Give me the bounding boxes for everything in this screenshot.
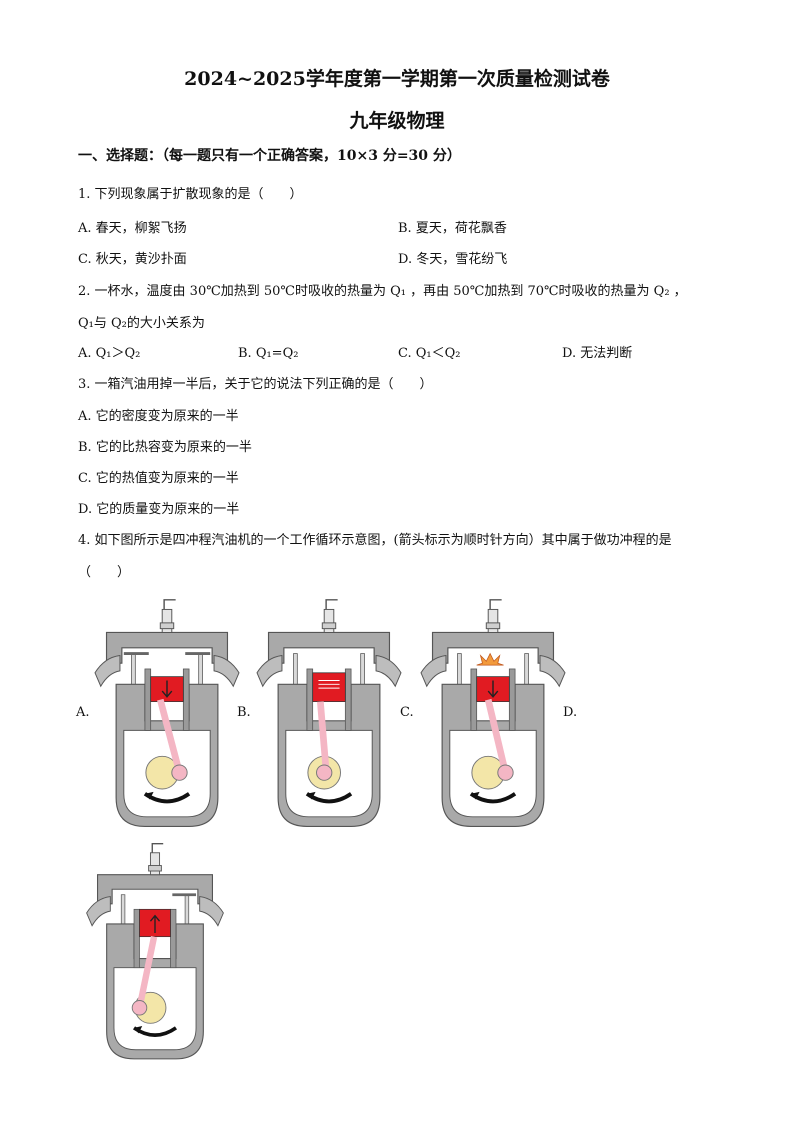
question-1-stem: 1. 下列现象属于扩散现象的是（ ） xyxy=(78,187,303,202)
question-1-option-b: B. 夏天，荷花飘香 xyxy=(398,221,507,236)
engine-intake-diagram xyxy=(92,596,242,836)
question-4-stem-line2: （ ） xyxy=(78,565,131,580)
question-2-stem-line1: 2. 一杯水，温度由 30℃加热到 50℃时吸收的热量为 Q₁ ，再由 50℃加… xyxy=(78,284,687,299)
question-4-stem-line1: 4. 如下图所示是四冲程汽油机的一个工作循环示意图，(箭头标示为顺时针方向）其中… xyxy=(78,533,672,548)
engine-compression-diagram xyxy=(254,596,404,836)
question-4-label-c: C. xyxy=(400,705,414,720)
question-2-option-c: C. Q₁＜Q₂ xyxy=(398,346,461,361)
question-2-option-b: B. Q₁=Q₂ xyxy=(238,346,299,361)
engine-power-diagram xyxy=(418,596,568,836)
question-3-option-b: B. 它的比热容变为原来的一半 xyxy=(78,440,252,455)
question-1-option-c: C. 秋天，黄沙扑面 xyxy=(78,252,187,267)
question-2-stem-line2: Q₁与 Q₂的大小关系为 xyxy=(78,316,205,331)
section-heading: 一、选择题：（每一题只有一个正确答案，10×3 分=30 分） xyxy=(78,148,461,164)
question-3-stem: 3. 一箱汽油用掉一半后，关于它的说法下列正确的是（ ） xyxy=(78,377,433,392)
question-4-label-a: A. xyxy=(76,705,90,720)
exam-title: 2024~2025学年度第一学期第一次质量检测试卷 xyxy=(184,68,610,90)
question-3-option-d: D. 它的质量变为原来的一半 xyxy=(78,502,240,517)
question-3-option-a: A. 它的密度变为原来的一半 xyxy=(78,409,239,424)
question-1-option-a: A. 春天，柳絮飞扬 xyxy=(78,221,187,236)
question-4-label-b: B. xyxy=(237,705,251,720)
engine-exhaust-diagram xyxy=(80,840,230,1068)
question-3-option-c: C. 它的热值变为原来的一半 xyxy=(78,471,239,486)
question-2-option-a: A. Q₁＞Q₂ xyxy=(78,346,141,361)
question-2-option-d: D. 无法判断 xyxy=(562,346,633,361)
question-4-label-d: D. xyxy=(563,705,578,720)
exam-subtitle: 九年级物理 xyxy=(349,110,445,132)
question-1-option-d: D. 冬天，雪花纷飞 xyxy=(398,252,508,267)
